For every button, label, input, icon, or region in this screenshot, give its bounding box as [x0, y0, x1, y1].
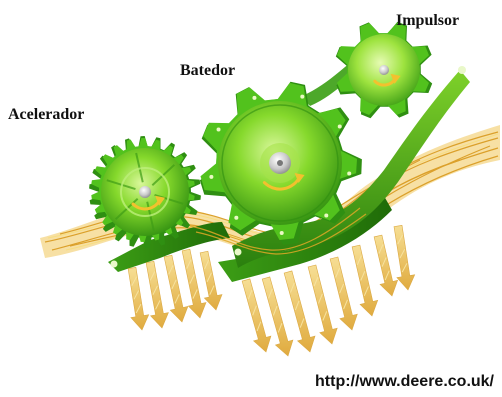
down-arrow-icon: [164, 255, 188, 322]
down-arrow-icon: [146, 261, 168, 328]
down-arrow-icon: [308, 265, 337, 344]
down-arrow-icon: [128, 267, 149, 330]
accelerator-label: Acelerador: [8, 106, 84, 124]
down-arrow-icon: [330, 257, 357, 330]
down-arrow-icon: [374, 235, 398, 296]
source-url: http://www.deere.co.uk/: [315, 373, 494, 391]
beater-label: Batedor: [180, 62, 235, 80]
down-arrow-icon: [284, 271, 315, 352]
down-arrow-icon: [200, 251, 222, 310]
accelerator-hub: [139, 186, 151, 198]
impeller-gear: [336, 22, 432, 118]
impeller-label: Impulsor: [396, 12, 459, 30]
impeller-hub: [379, 65, 389, 75]
down-arrow-icon: [352, 245, 378, 316]
